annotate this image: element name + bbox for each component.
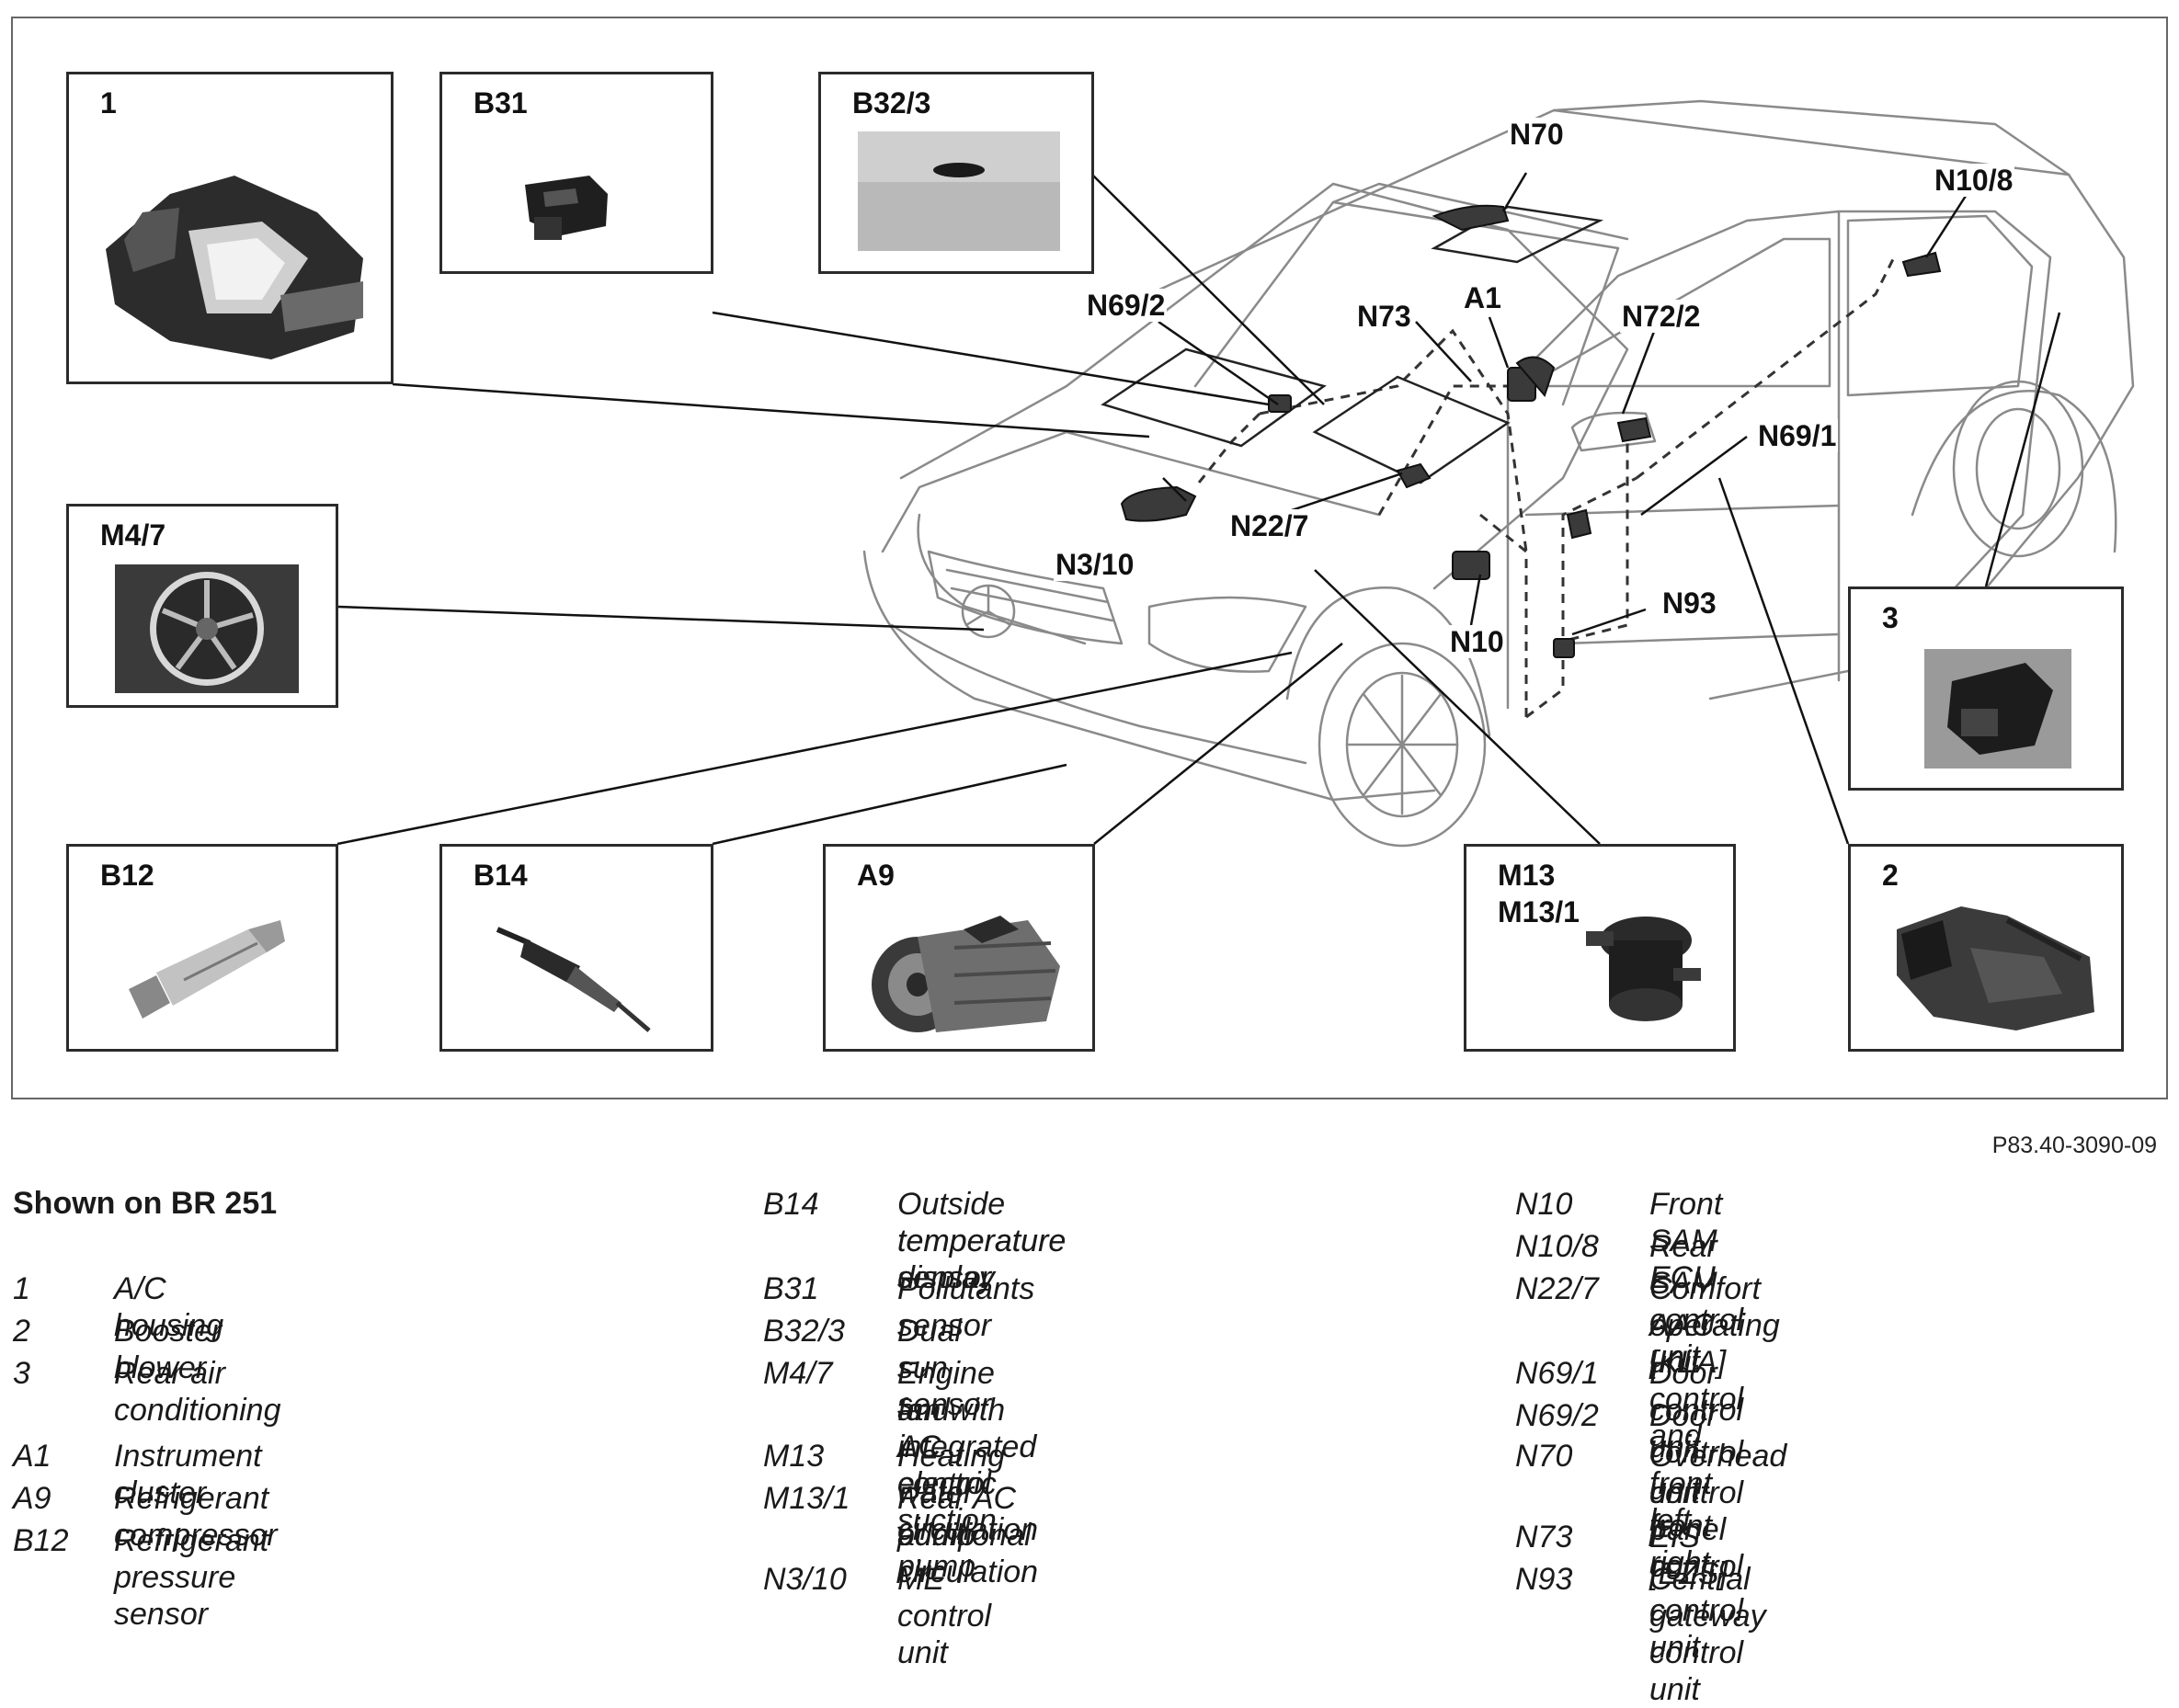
legend-code: 1 xyxy=(13,1271,30,1306)
legend-code: N93 xyxy=(1515,1562,1573,1597)
callout-box-m13: M13 M13/1 xyxy=(1464,844,1736,1052)
callout-box-b14: B14 xyxy=(439,844,713,1052)
wiring-harness xyxy=(1193,256,1896,719)
legend-code: B12 xyxy=(13,1523,69,1558)
legend-desc: Outside temperature display xyxy=(897,1187,1067,1295)
legend-desc: Rear air conditioning xyxy=(114,1356,281,1428)
pollutants-sensor-image xyxy=(525,176,608,240)
legend-desc: A/C housing xyxy=(114,1271,224,1343)
legend-desc: Refrigerant compressor xyxy=(114,1481,278,1553)
callout-label: B31 xyxy=(473,86,528,120)
legend-desc: ME control unit xyxy=(897,1562,992,1670)
callout-box-b32-3: B32/3 xyxy=(818,72,1094,274)
legend-code: B31 xyxy=(763,1271,819,1306)
legend-code: N70 xyxy=(1515,1439,1573,1474)
legend-desc: Pollutants sensor xyxy=(897,1271,1035,1343)
legend-desc-cont: unit xyxy=(1649,1475,1700,1510)
callout-label: B32/3 xyxy=(852,86,931,120)
legend-desc: Central gateway control unit xyxy=(1649,1562,1766,1707)
tag-n69-2: N69/2 xyxy=(1085,289,1168,322)
legend-heading: Shown on BR 251 xyxy=(13,1186,278,1221)
legend-code: A9 xyxy=(13,1481,51,1516)
legend-desc: Overhead control panel control xyxy=(1649,1439,1787,1584)
legend-code: M13/1 xyxy=(763,1481,850,1516)
legend-code: B32/3 xyxy=(763,1314,845,1349)
legend-code: M4/7 xyxy=(763,1356,833,1391)
callout-box-b31: B31 xyxy=(439,72,713,274)
tag-n10-8: N10/8 xyxy=(1933,164,2015,197)
diagram-frame xyxy=(11,17,2168,1099)
legend-code: N73 xyxy=(1515,1520,1573,1554)
callout-box-3: 3 xyxy=(1848,586,2124,791)
tag-n3-10: N3/10 xyxy=(1054,548,1136,581)
legend-desc-cont: fan with integrated control xyxy=(897,1393,1037,1501)
vehicle-diagram xyxy=(337,99,2135,848)
callout-label: 1 xyxy=(100,86,117,120)
legend-code: 3 xyxy=(13,1356,30,1391)
legend-desc: Engine and AC electric suction xyxy=(897,1356,997,1538)
legend-desc: Comfort AAC [KLA] control and xyxy=(1649,1271,1761,1453)
tag-n69-1: N69/1 xyxy=(1756,419,1839,452)
legend-code: 2 xyxy=(13,1314,30,1349)
tag-n70: N70 xyxy=(1508,118,1566,151)
dual-sun-sensor-image xyxy=(858,131,1060,251)
legend-desc: Refrigerant pressure sensor xyxy=(114,1523,269,1632)
tag-n72-2: N72/2 xyxy=(1620,300,1703,333)
compressor-image xyxy=(872,916,1060,1032)
legend-code: N3/10 xyxy=(763,1562,847,1597)
legend-code: M13 xyxy=(763,1439,825,1474)
legend-desc: Booster blower xyxy=(114,1314,222,1385)
tag-n73: N73 xyxy=(1355,300,1413,333)
rear-ac-image xyxy=(1924,649,2071,769)
pressure-sensor-image xyxy=(129,920,285,1019)
tag-n93: N93 xyxy=(1660,586,1718,620)
legend-desc: Instrument cluster xyxy=(114,1439,262,1510)
legend-desc-cont: pump xyxy=(897,1518,976,1553)
legend-desc: Rear AC additional circulation xyxy=(897,1481,1039,1589)
figure-reference: P83.40-3090-09 xyxy=(1991,1133,2157,1158)
legend-code: N22/7 xyxy=(1515,1271,1599,1306)
callout-label: 2 xyxy=(1882,859,1899,892)
callout-box-b12: B12 xyxy=(66,844,338,1052)
legend-desc: Door control unit front right xyxy=(1649,1398,1744,1580)
legend-desc-cont: temperature sensor xyxy=(897,1224,1067,1295)
callout-box-m4-7: M4/7 xyxy=(66,504,338,708)
ac-housing-image xyxy=(106,176,363,359)
callout-box-2: 2 xyxy=(1848,844,2124,1052)
legend-desc: Front SAM ECU xyxy=(1649,1187,1723,1295)
callout-label: 3 xyxy=(1882,601,1899,634)
legend-desc: Dual sun sensor xyxy=(897,1314,992,1422)
callout-label-secondary: M13/1 xyxy=(1498,895,1580,928)
booster-blower-image xyxy=(1897,906,2094,1030)
callout-box-1: 1 xyxy=(66,72,394,384)
legend-code: N69/2 xyxy=(1515,1398,1599,1433)
legend-code: B14 xyxy=(763,1187,819,1222)
legend-code: N10/8 xyxy=(1515,1229,1599,1264)
leader-lines xyxy=(337,172,2061,846)
callout-label: M4/7 xyxy=(100,518,166,552)
legend-desc-cont: operating unit xyxy=(1649,1308,1780,1380)
tag-n10: N10 xyxy=(1448,625,1506,658)
component-markers xyxy=(1120,204,1942,658)
callout-label: B12 xyxy=(100,859,154,892)
circulation-pump-image xyxy=(1586,917,1701,1021)
callout-box-a9: A9 xyxy=(823,844,1095,1052)
tag-n22-7: N22/7 xyxy=(1228,509,1311,542)
tag-a1: A1 xyxy=(1462,281,1503,314)
callout-label: B14 xyxy=(473,859,528,892)
suction-fan-image xyxy=(115,564,299,693)
callout-label: A9 xyxy=(857,859,895,892)
legend-code: A1 xyxy=(13,1439,51,1474)
callout-label: M13 xyxy=(1498,859,1556,892)
legend-desc: Heating water circulation pump xyxy=(897,1439,1039,1584)
legend-code: N10 xyxy=(1515,1187,1573,1222)
outside-temp-sensor-image xyxy=(496,927,651,1032)
legend-code: N69/1 xyxy=(1515,1356,1599,1391)
legend-desc: Rear SAM control unit xyxy=(1649,1229,1744,1374)
legend: Shown on BR 251 1 A/C housing 2 Booster … xyxy=(11,1184,2168,1707)
legend-desc: Door control unit front left xyxy=(1649,1356,1744,1538)
